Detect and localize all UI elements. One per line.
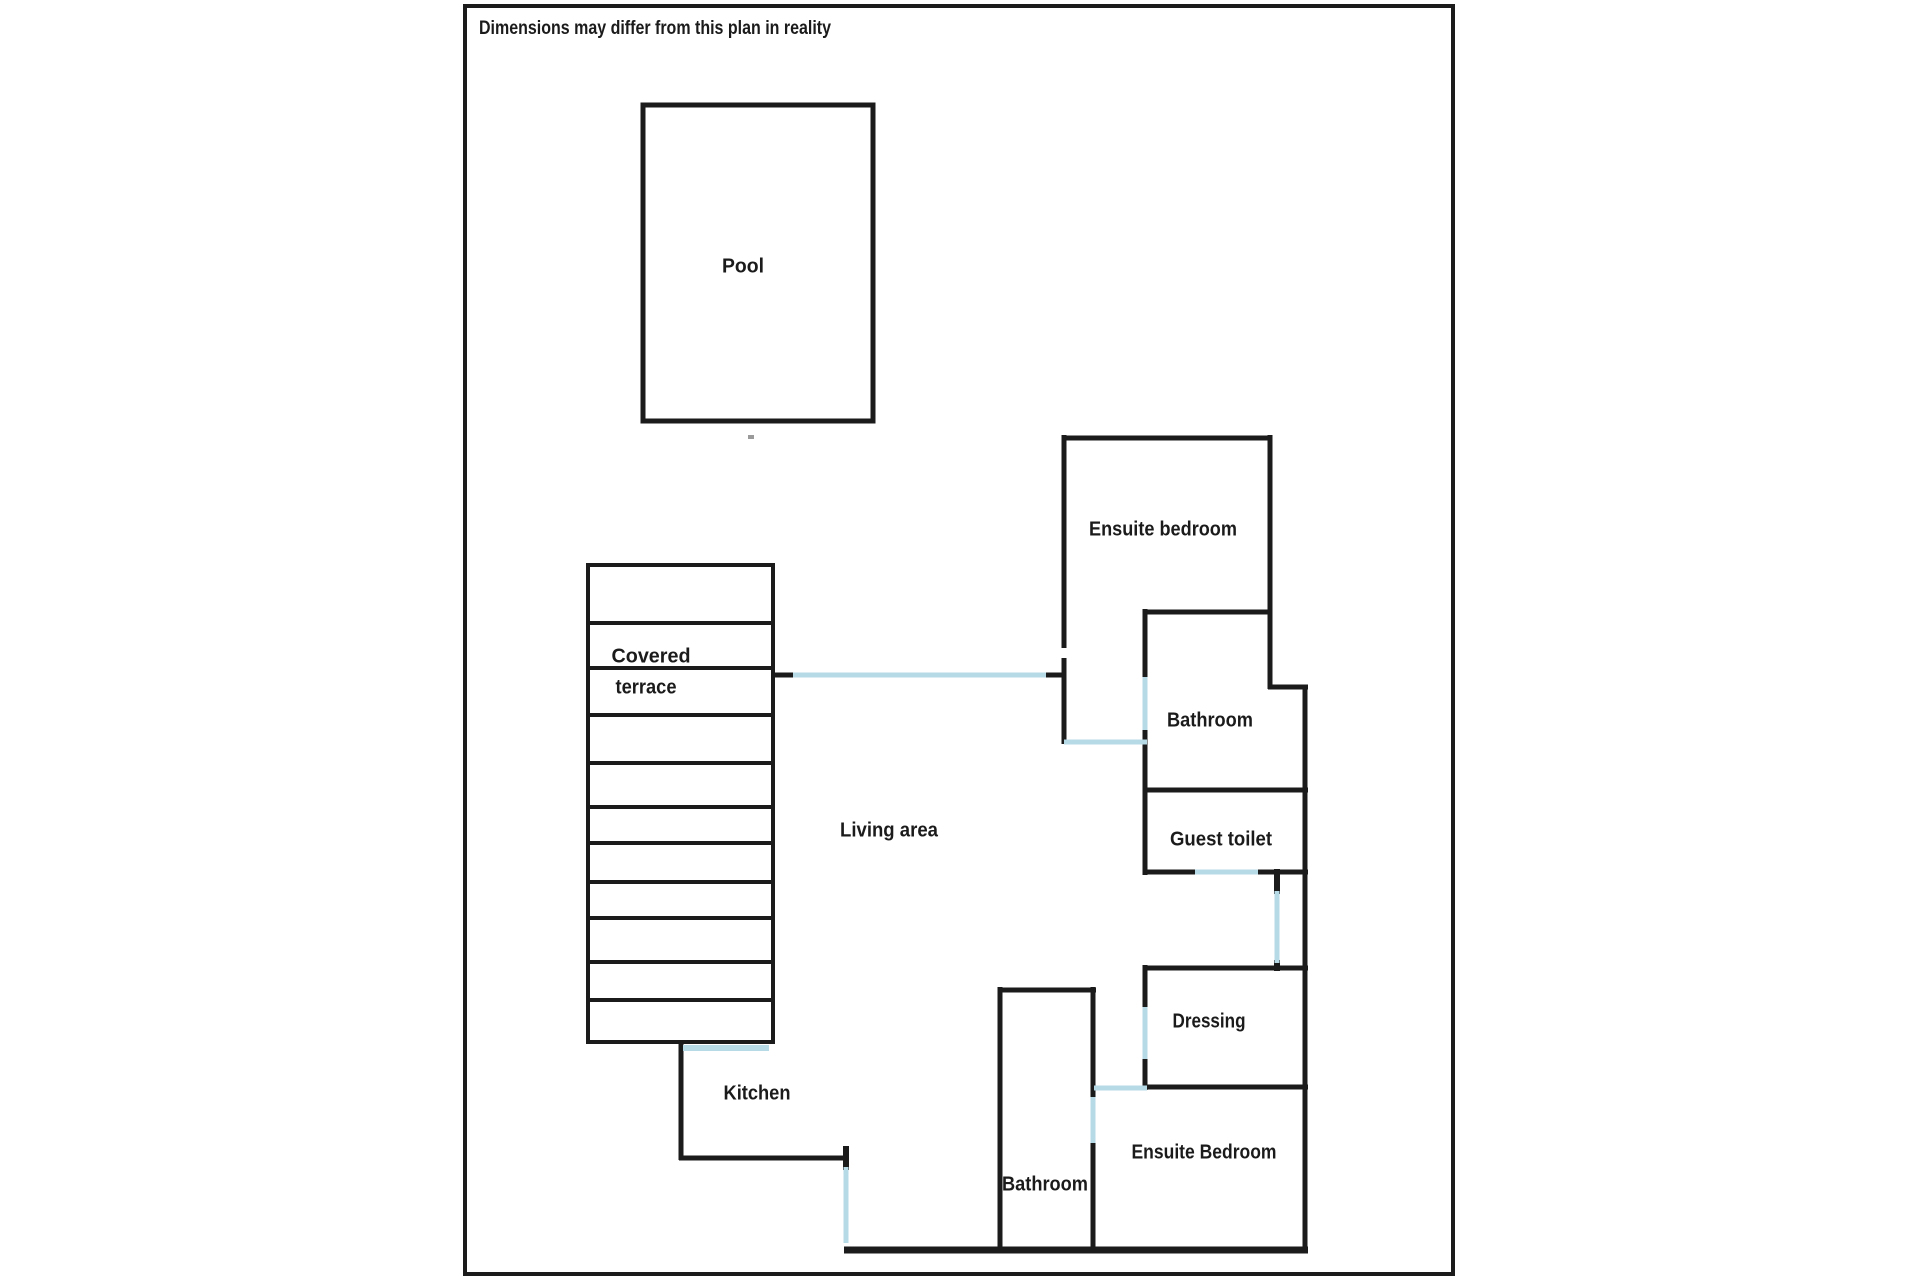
ensuite-bedroom1-label: Ensuite bedroom xyxy=(1089,518,1237,540)
bathroom1-label: Bathroom xyxy=(1167,709,1253,731)
bathroom2-label: Bathroom xyxy=(1002,1173,1088,1195)
ensuite-bedroom2-label: Ensuite Bedroom xyxy=(1132,1141,1277,1163)
marks-group xyxy=(748,435,754,439)
walls-group xyxy=(588,435,1308,1254)
pool-tick-mark xyxy=(748,435,754,439)
living-area-label: Living area xyxy=(840,819,939,841)
outer-border xyxy=(463,4,1455,1276)
room-labels-group: Dimensions may differ from this plan in … xyxy=(479,18,1277,1195)
covered-label: Covered xyxy=(612,645,691,667)
doors-group xyxy=(683,672,1280,1243)
pool-outline xyxy=(640,102,876,424)
kitchen-label: Kitchen xyxy=(724,1082,791,1104)
plan-disclaimer: Dimensions may differ from this plan in … xyxy=(479,18,831,39)
pool-label: Pool xyxy=(722,255,764,277)
terrace-outline xyxy=(586,563,775,1044)
terrace-label: terrace xyxy=(616,676,677,698)
guest-toilet-label: Guest toilet xyxy=(1170,828,1272,850)
dressing-label: Dressing xyxy=(1173,1010,1246,1032)
